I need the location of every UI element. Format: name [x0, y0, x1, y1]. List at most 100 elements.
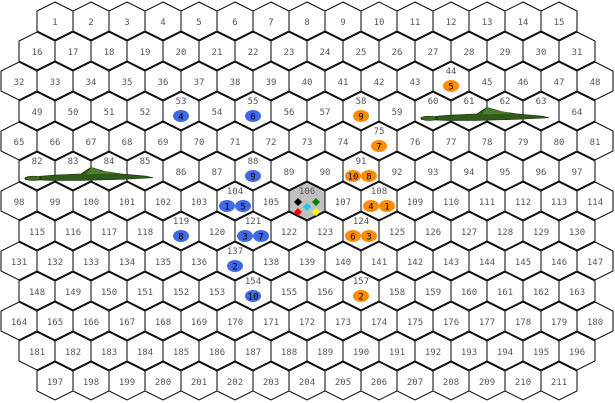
hex-cell[interactable]: 211 [540, 361, 578, 401]
hex-number: 125 [389, 228, 405, 238]
hex-number: 49 [32, 108, 43, 118]
unit-orange-7[interactable]: 7 [371, 140, 387, 153]
unit-orange-2[interactable]: 2 [353, 290, 369, 303]
unit-orange-4[interactable]: 4 [363, 200, 379, 213]
marker-bottom-right-icon[interactable] [312, 208, 320, 216]
hex-number: 153 [209, 288, 225, 298]
hex-number: 10 [374, 18, 385, 28]
unit-blue-4[interactable]: 4 [173, 110, 189, 123]
hex-number: 158 [389, 288, 405, 298]
dragon-icon[interactable] [420, 106, 550, 121]
marker-top-left-icon[interactable] [294, 198, 302, 206]
hex-outline [576, 241, 614, 281]
hex-cell[interactable]: 130 [558, 211, 596, 251]
unit-orange-9[interactable]: 9 [353, 110, 369, 123]
hex-number: 22 [248, 48, 259, 58]
hex-outline [540, 1, 578, 41]
unit-label: 4 [368, 203, 373, 213]
unit-blue-3[interactable]: 3 [237, 230, 253, 243]
hex-cell[interactable]: 97 [558, 151, 596, 191]
hex-cell[interactable]: 31 [558, 31, 596, 71]
unit-blue-7[interactable]: 7 [253, 230, 269, 243]
hex-number: 99 [50, 198, 61, 208]
marker-bottom-left-icon[interactable] [294, 208, 302, 216]
unit-orange-1[interactable]: 1 [379, 200, 395, 213]
unit-blue-2[interactable]: 2 [227, 260, 243, 273]
unit-token [173, 110, 189, 122]
hex-outline [576, 181, 614, 221]
hex-number: 33 [50, 78, 61, 88]
unit-blue-8[interactable]: 8 [173, 230, 189, 243]
unit-blue-1[interactable]: 1 [219, 200, 235, 213]
marker-top-right-icon[interactable] [312, 198, 320, 206]
hex-cell[interactable]: 15 [540, 1, 578, 41]
hex-number: 102 [155, 198, 171, 208]
hex-number: 106 [299, 187, 315, 197]
hex-cell[interactable]: 114 [576, 181, 614, 221]
unit-blue-10[interactable]: 10 [245, 290, 261, 303]
hex-number: 138 [263, 258, 279, 268]
unit-label: 9 [358, 113, 363, 123]
hex-number: 108 [371, 187, 387, 197]
hex-number: 25 [356, 48, 367, 58]
hex-outline [576, 121, 614, 161]
hex-number: 171 [263, 318, 279, 328]
hex-number: 86 [176, 168, 187, 178]
hex-number: 177 [479, 318, 495, 328]
hex-number: 178 [515, 318, 531, 328]
unit-label: 2 [358, 293, 363, 303]
hex-number: 135 [155, 258, 171, 268]
hex-number: 5 [196, 18, 201, 28]
hex-cell[interactable]: 81 [576, 121, 614, 161]
hex-number: 95 [500, 168, 511, 178]
dragon-icon[interactable] [24, 166, 154, 181]
hex-number: 150 [101, 288, 117, 298]
unit-orange-8[interactable]: 8 [361, 170, 377, 183]
hex-cell[interactable]: 147 [576, 241, 614, 281]
unit-label: 3 [242, 233, 247, 243]
hex-cell[interactable]: 180 [576, 301, 614, 341]
hex-outline [558, 91, 596, 131]
hex-outline [576, 61, 614, 101]
hex-number: 123 [317, 228, 333, 238]
hex-number: 190 [353, 348, 369, 358]
unit-label: 1 [384, 203, 389, 213]
hex-number: 112 [515, 198, 531, 208]
unit-orange-6[interactable]: 6 [345, 230, 361, 243]
hex-number: 155 [281, 288, 297, 298]
hex-number: 42 [374, 78, 385, 88]
unit-blue-6[interactable]: 6 [245, 110, 261, 123]
hex-number: 13 [482, 18, 493, 28]
unit-token [173, 230, 189, 242]
unit-label: 8 [178, 233, 183, 243]
unit-orange-3[interactable]: 3 [361, 230, 377, 243]
hex-number: 23 [284, 48, 295, 58]
unit-orange-5[interactable]: 5 [443, 80, 459, 93]
hex-number: 126 [425, 228, 441, 238]
hex-cell[interactable]: 196 [558, 331, 596, 371]
hex-number: 134 [119, 258, 135, 268]
hex-number: 79 [518, 138, 529, 148]
unit-blue-5[interactable]: 5 [235, 200, 251, 213]
hex-number: 1 [52, 18, 57, 28]
hex-number: 151 [137, 288, 153, 298]
unit-orange-10[interactable]: 10 [345, 170, 361, 183]
unit-blue-9[interactable]: 9 [245, 170, 261, 183]
hex-number: 207 [407, 378, 423, 388]
hex-cell[interactable]: 163 [558, 271, 596, 311]
hex-cell[interactable]: 48 [576, 61, 614, 101]
hex-number: 198 [83, 378, 99, 388]
hex-number: 44 [446, 67, 457, 77]
hex-number: 120 [209, 228, 225, 238]
hex-number: 101 [119, 198, 135, 208]
marker-center-icon[interactable] [303, 203, 311, 211]
hex-number: 194 [497, 348, 513, 358]
hex-number: 105 [263, 198, 279, 208]
hex-number: 97 [572, 168, 583, 178]
hex-number: 87 [212, 168, 223, 178]
hex-number: 15 [554, 18, 565, 28]
hex-cell[interactable]: 64 [558, 91, 596, 131]
